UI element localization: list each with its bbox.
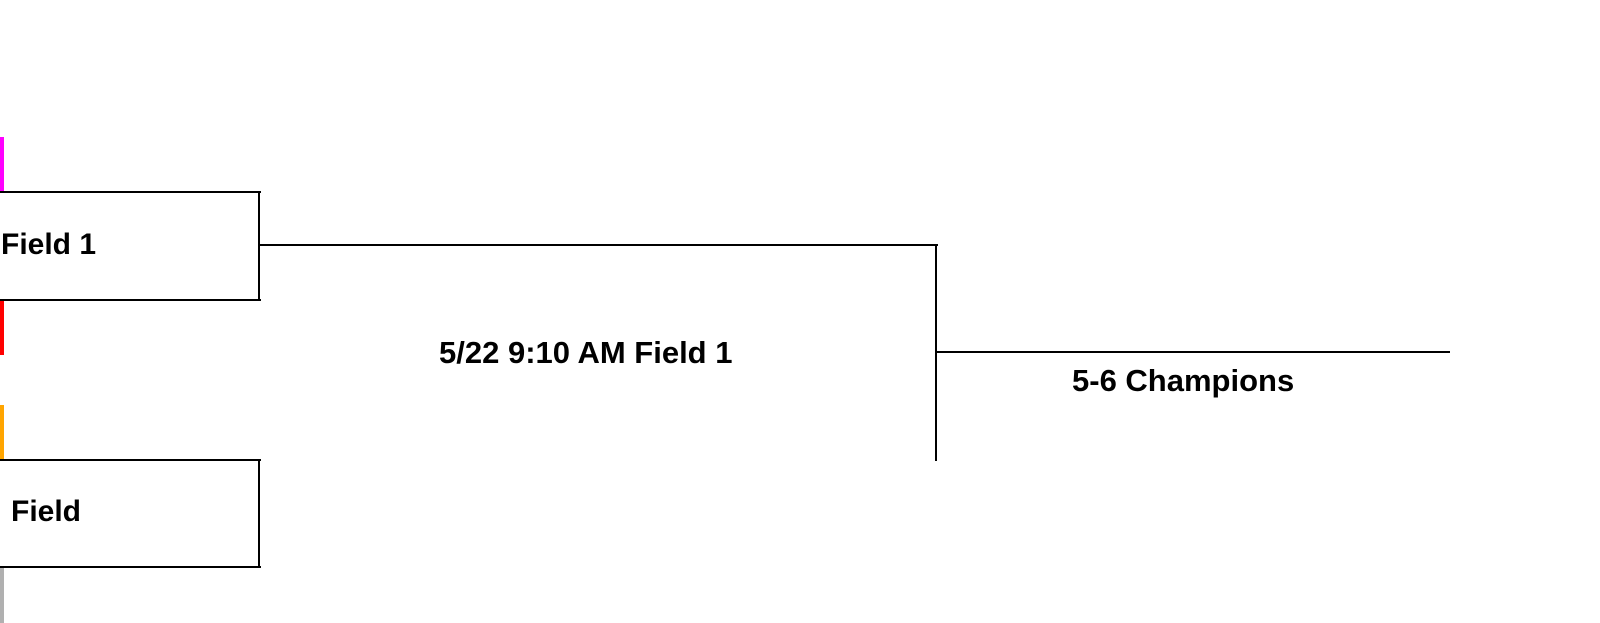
match-top-right-line — [258, 191, 260, 301]
final-match-label: 5/22 9:10 AM Field 1 — [439, 335, 733, 370]
seed-marker-2 — [0, 301, 4, 355]
match-top-label: Field 1 — [1, 228, 97, 261]
match-bottom-top-line — [0, 459, 261, 461]
match-bottom-label: Field — [11, 495, 82, 528]
seed-marker-4 — [0, 568, 4, 623]
seed-marker-3 — [0, 405, 4, 460]
champion-line — [936, 351, 1450, 353]
champion-label: 5-6 Champions — [1072, 363, 1295, 398]
match-top-top-line — [0, 191, 261, 193]
final-top-line — [259, 244, 938, 246]
match-top-bottom-line — [0, 299, 261, 301]
match-bottom-bottom-line — [0, 566, 261, 568]
match-bottom-right-line — [258, 459, 260, 568]
seed-marker-1 — [0, 137, 4, 192]
